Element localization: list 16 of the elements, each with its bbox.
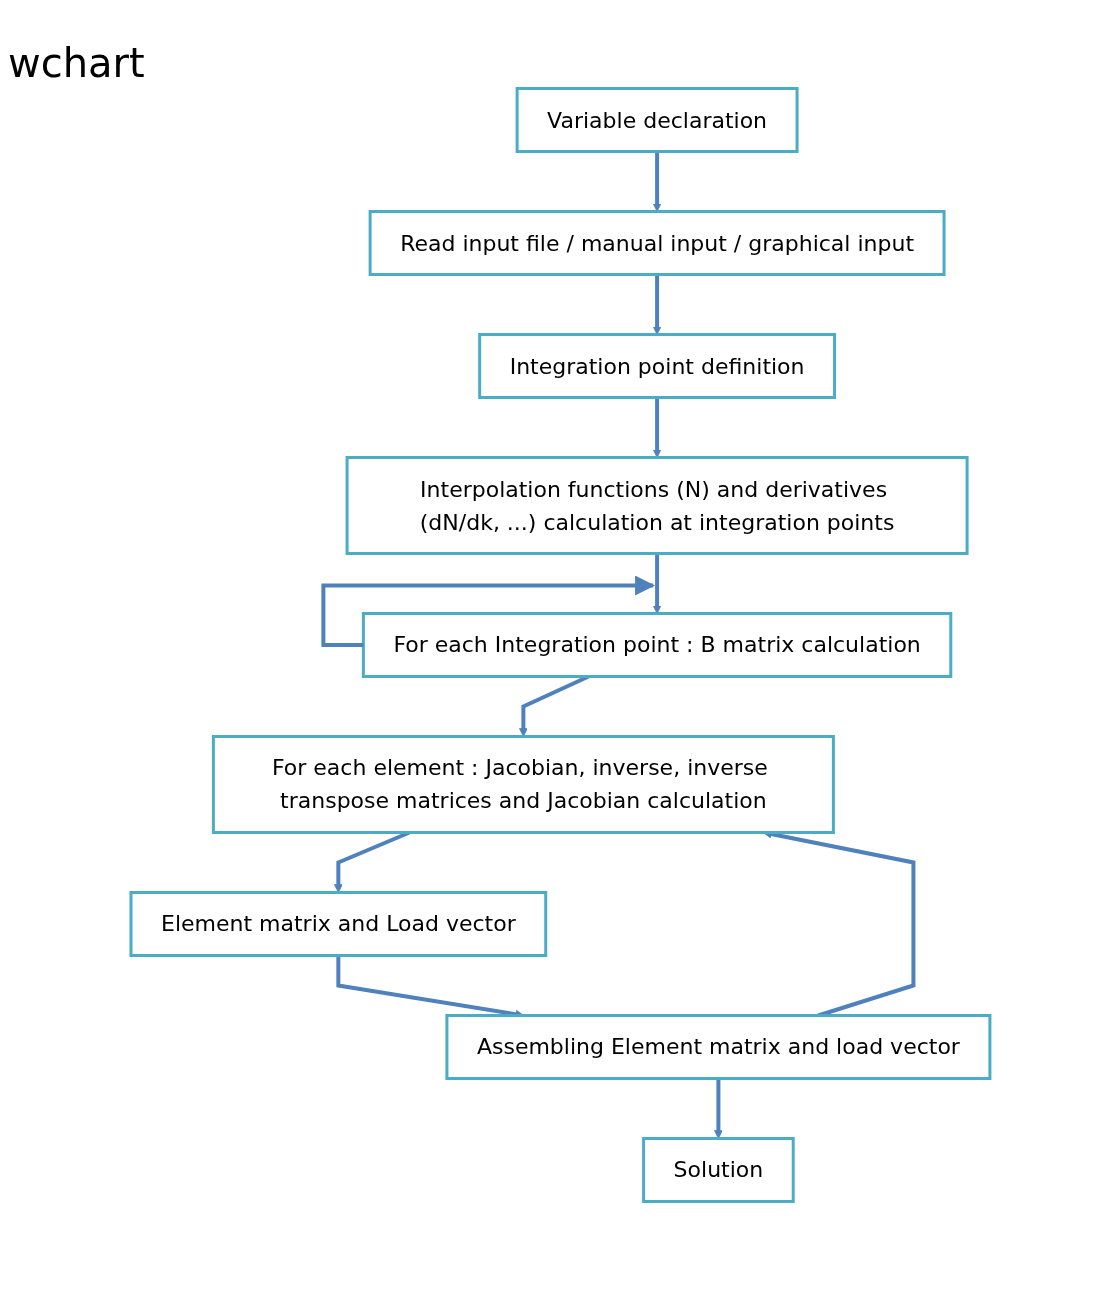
arrow (652, 274, 662, 335)
node-box: Assembling Element matrix and load vector (444, 1014, 991, 1080)
node-box: Read input file / manual input / graphical input (368, 210, 946, 276)
arrow (320, 575, 655, 647)
node-box: Variable declaration (515, 87, 799, 153)
arrow (652, 553, 662, 614)
arrow (652, 151, 662, 212)
node-box: For each element : Jacobian, inverse, inverse transpose matrices and Jacobian calculation (211, 735, 835, 834)
node-box: Solution (641, 1137, 795, 1203)
node-box: Integration point definition (477, 333, 836, 399)
arrow (713, 1078, 723, 1139)
label-text: wchart (8, 40, 145, 86)
arrow (652, 397, 662, 458)
node-box: For each Integration point : B matrix calculation (361, 612, 952, 678)
node-box: Element matrix and Load vector (129, 891, 547, 957)
node-box: Interpolation functions (N) and derivatives (dN/dk, ...) calculation at integration points (345, 456, 969, 555)
